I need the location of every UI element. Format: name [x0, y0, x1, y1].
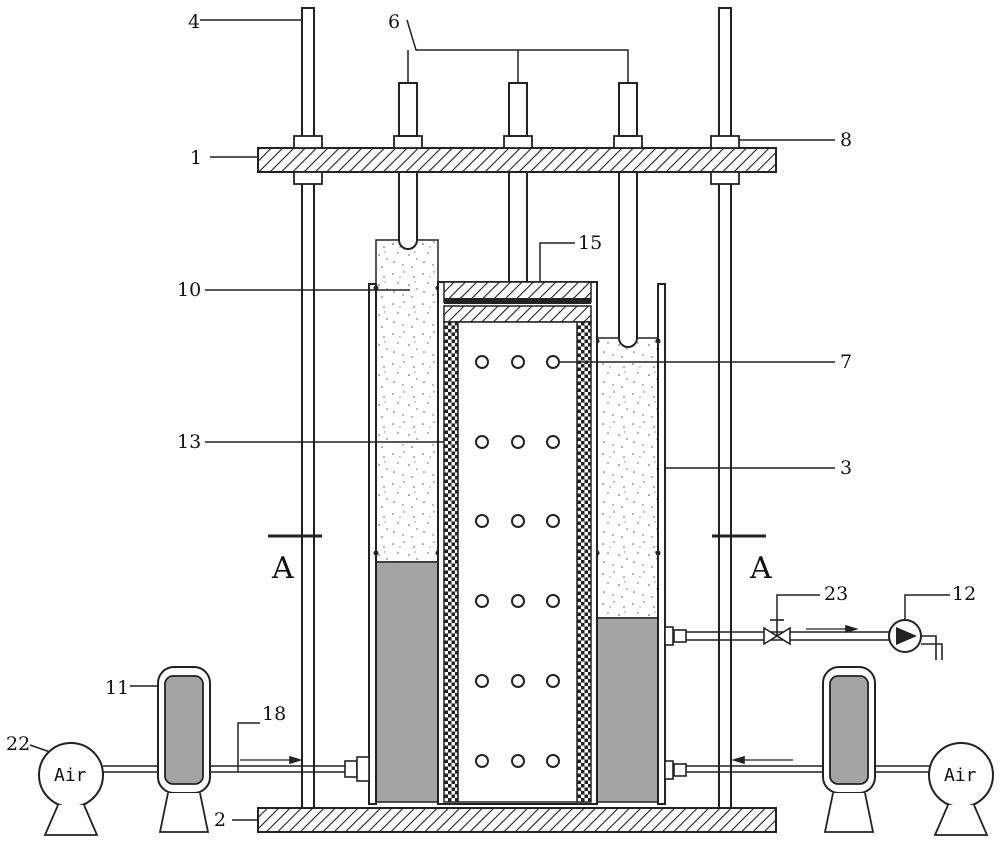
piston-shafts-upper: [398, 82, 638, 137]
section-mark-right: A: [712, 534, 772, 586]
leader-lines: [29, 19, 950, 821]
label-18: 18: [262, 703, 286, 725]
rod-left: [301, 7, 315, 809]
section-mark-left: A: [268, 534, 322, 586]
svg-text:A: A: [749, 551, 772, 586]
label-7: 7: [840, 351, 852, 373]
label-1: 1: [190, 147, 202, 169]
outer-cylinder: [368, 283, 666, 805]
label-8: 8: [840, 129, 852, 151]
label-11: 11: [105, 677, 129, 699]
air-filter-left: [157, 666, 211, 833]
pump-icon: [888, 619, 943, 660]
air-compressor-right: Air: [928, 742, 994, 836]
label-2: 2: [214, 809, 226, 831]
air-line-left: [103, 755, 370, 782]
liquid-left: [375, 561, 439, 803]
air-compressor-left: Air: [38, 742, 104, 836]
label-15: 15: [578, 232, 602, 254]
label-13: 13: [177, 431, 201, 453]
label-22: 22: [6, 733, 30, 755]
label-3: 3: [840, 457, 852, 479]
sand-right: [596, 337, 659, 619]
sand-left: [375, 239, 439, 563]
svg-text:Air: Air: [944, 765, 977, 786]
air-filter-right: [822, 666, 876, 833]
holes-grid: [475, 355, 560, 768]
label-12: 12: [952, 583, 976, 605]
piston-rods-lower: [398, 171, 638, 348]
label-10: 10: [177, 279, 201, 301]
rod-right: [718, 7, 732, 809]
label-6: 6: [388, 11, 400, 33]
label-4: 4: [188, 11, 200, 33]
svg-text:A: A: [271, 551, 294, 586]
bottom-plate: [257, 807, 777, 833]
svg-text:Air: Air: [54, 765, 87, 786]
central-chamber: [437, 281, 598, 805]
top-plate: [257, 147, 777, 173]
liquid-right: [596, 617, 659, 803]
label-23: 23: [824, 583, 848, 605]
outlet-line: [664, 619, 893, 646]
number-labels: 4 6 1 8 15 10 7 13 3 23 12 11 18 22 2: [6, 11, 976, 831]
air-line-right: [664, 755, 930, 780]
